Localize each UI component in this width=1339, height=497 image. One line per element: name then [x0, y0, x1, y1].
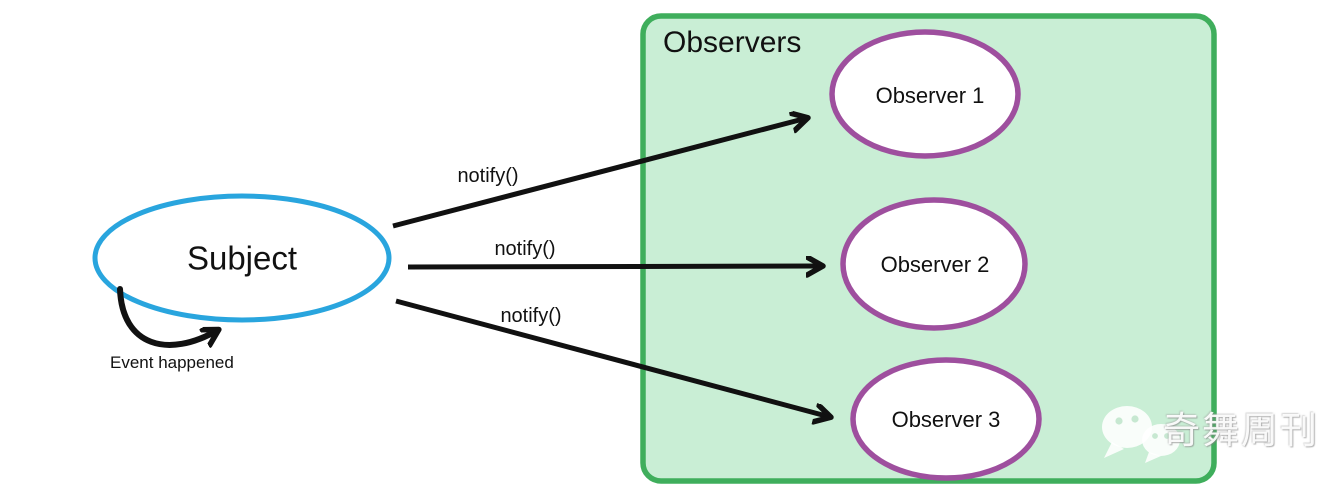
notify-arrow-3: [395, 298, 830, 417]
notify-arrow-1: [392, 118, 807, 229]
subject-label: Subject: [186, 239, 298, 277]
observers-box-title: Observers: [663, 26, 802, 59]
notify-arrow-1-label: notify(): [457, 165, 519, 187]
observer-3-ellipse: [850, 357, 1042, 481]
observer-1-ellipse: [829, 29, 1021, 159]
observer-3-label: Observer 3: [891, 407, 1001, 432]
observer-1-label: Observer 1: [875, 83, 985, 108]
subject-ellipse: [92, 193, 392, 323]
notify-arrow-2-label: notify(): [494, 238, 556, 260]
watermark-text: 奇舞周刊: [1163, 410, 1319, 451]
notify-arrow-2: [407, 266, 822, 267]
observer-2-label: Observer 2: [880, 252, 990, 277]
self-loop-arrow: [117, 286, 218, 345]
notify-arrow-3-label: notify(): [500, 305, 562, 327]
event-happened-label: Event happened: [110, 353, 234, 372]
observer-2-ellipse: [840, 197, 1028, 331]
wechat-icon: [1102, 406, 1180, 463]
